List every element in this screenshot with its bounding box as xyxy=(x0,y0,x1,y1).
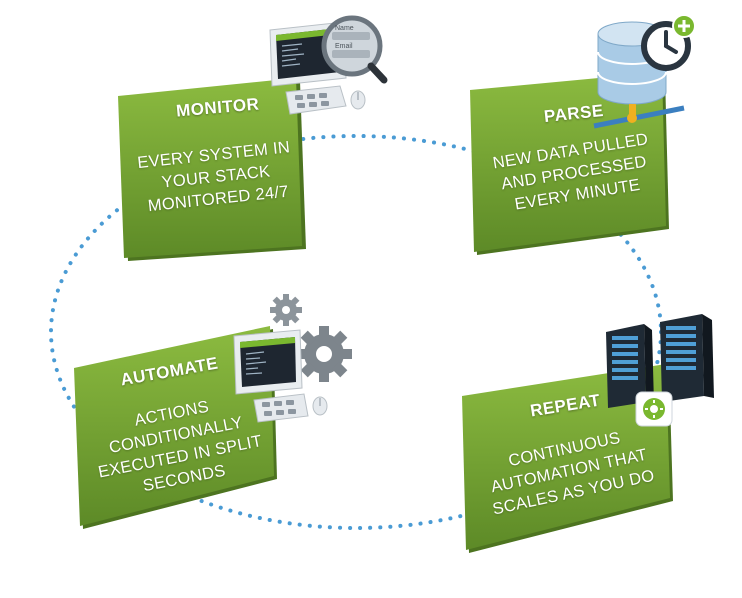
database-clock-icon xyxy=(593,14,696,129)
monitor-title: MONITOR xyxy=(175,94,261,121)
parse-description: NEW DATA PULLED AND PROCESSED EVERY MINU… xyxy=(491,130,650,214)
monitor-card-background xyxy=(118,78,306,261)
repeat-title: REPEAT xyxy=(528,390,602,421)
email-label: Email xyxy=(335,43,353,50)
automate-card: AUTOMATE ACTIONS CONDITIONALLY EXECUTED … xyxy=(74,326,284,529)
repeat-description: CONTINUOUS AUTOMATION THAT SCALES AS YOU… xyxy=(489,428,657,519)
repeat-card: REPEAT CONTINUOUS AUTOMATION THAT SCALES… xyxy=(462,364,676,553)
monitor-description: EVERY SYSTEM IN YOUR STACK MONITORED 24/… xyxy=(136,138,291,216)
automate-title: AUTOMATE xyxy=(119,353,220,390)
server-rack-icon xyxy=(606,314,714,427)
monitor-magnifier-icon: Name Email xyxy=(269,15,388,115)
monitor-card: MONITOR EVERY SYSTEM IN YOUR STACK MONIT… xyxy=(118,78,308,261)
name-label: Name xyxy=(335,25,354,32)
automate-card-background xyxy=(74,326,277,529)
repeat-card-background xyxy=(462,364,673,553)
computer-gears-icon xyxy=(233,294,352,423)
